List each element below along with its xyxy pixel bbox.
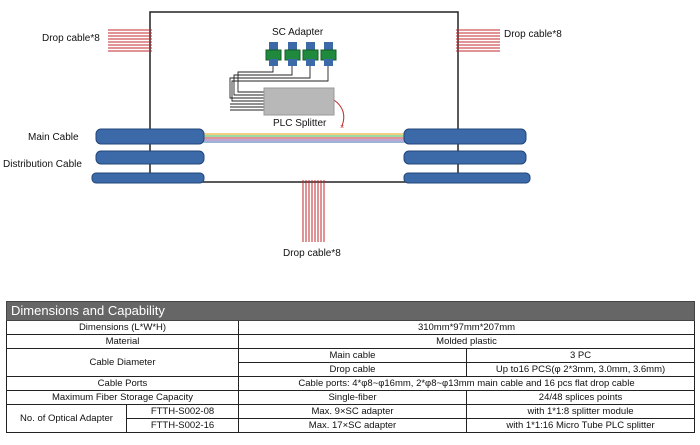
table-row: Cable Ports Cable ports: 4*φ8~φ16mm, 2*φ… — [6, 376, 696, 391]
splitter-cell: with 1*1:8 splitter module — [465, 404, 696, 419]
sc-adapter-2 — [284, 42, 301, 66]
drop-cable-right-lines — [456, 29, 500, 52]
drop-cable-bottom-lines — [302, 180, 325, 242]
right-cables — [403, 128, 531, 184]
optical-adapter-label: No. of Optical Adapter — [6, 404, 127, 433]
main-cable-label-cell: Main cable — [238, 348, 467, 363]
material-label: Material — [6, 334, 239, 349]
main-cable-label: Main Cable — [28, 132, 79, 143]
splitter-output-fiber — [333, 99, 345, 127]
plc-splitter-label: PLC Splitter — [273, 118, 327, 129]
table-row: Drop cable Up to16 PCS(φ 2*3mm, 3.0mm, 3… — [7, 362, 696, 377]
sc-adapter-label: SC Adapter — [272, 27, 324, 38]
adapter-cell: Max. 17×SC adapter — [238, 418, 467, 433]
distribution-cable-label: Distribution Cable — [3, 159, 82, 170]
svg-text:×: × — [340, 124, 344, 131]
diagram-svg: × — [91, 11, 531, 242]
table-title: Dimensions and Capability — [5, 301, 696, 321]
splitter-cell: with 1*1:16 Micro Tube PLC splitter — [465, 418, 696, 433]
cabinet-diagram: × Drop cable*8 Drop cable*8 Drop cable*8… — [3, 11, 562, 259]
cable-diameter-label: Cable Diameter — [6, 348, 239, 377]
cable-ports-label: Cable Ports — [6, 376, 239, 391]
plc-splitter-box — [263, 87, 335, 116]
fiber-storage-type: Single-fiber — [238, 390, 467, 405]
table-row: Dimensions (L*W*H) 310mm*97mm*207mm — [6, 320, 696, 335]
table-row: Material Molded plastic — [6, 334, 696, 349]
main-cable-fibers — [200, 133, 408, 143]
splitter-pigtails — [229, 66, 329, 111]
table-row: FTTH-S002-16 Max. 17×SC adapter with 1*1… — [7, 418, 696, 433]
drop-cable-left-label: Drop cable*8 — [42, 33, 100, 44]
cable-ports-value: Cable ports: 4*φ8~φ16mm, 2*φ8~φ13mm main… — [237, 376, 696, 391]
table-row: No. of Optical Adapter FTTH-S002-08 Max.… — [6, 404, 696, 433]
drop-cable-value: Up to16 PCS(φ 2*3mm, 3.0mm, 3.6mm) — [465, 362, 696, 377]
drop-cable-bottom-label: Drop cable*8 — [283, 248, 341, 259]
spec-table: Dimensions and Capability Dimensions (L*… — [5, 301, 696, 433]
table-row: Maximum Fiber Storage Capacity Single-fi… — [6, 390, 696, 405]
left-cables — [91, 128, 205, 184]
drop-cable-left-lines — [108, 29, 152, 52]
main-cable-value: 3 PC — [465, 348, 696, 363]
drop-cable-label-cell: Drop cable — [238, 362, 467, 377]
adapter-cell: Max. 9×SC adapter — [238, 404, 467, 419]
material-value: Molded plastic — [237, 334, 696, 349]
drop-cable-right-label: Drop cable*8 — [504, 29, 562, 40]
sc-adapter-4 — [320, 42, 337, 66]
dimensions-value: 310mm*97mm*207mm — [237, 320, 696, 335]
table-title-row: Dimensions and Capability — [5, 301, 696, 321]
model-cell: FTTH-S002-16 — [126, 418, 239, 433]
sc-adapter-3 — [302, 42, 319, 66]
sc-adapters — [265, 42, 337, 66]
fiber-storage-label: Maximum Fiber Storage Capacity — [6, 390, 239, 405]
dimensions-label: Dimensions (L*W*H) — [6, 320, 239, 335]
model-cell: FTTH-S002-08 — [126, 404, 239, 419]
fiber-storage-value: 24/48 splices points — [465, 390, 696, 405]
sc-adapter-1 — [265, 42, 282, 66]
table-row: Cable Diameter Main cable 3 PC — [6, 348, 696, 377]
